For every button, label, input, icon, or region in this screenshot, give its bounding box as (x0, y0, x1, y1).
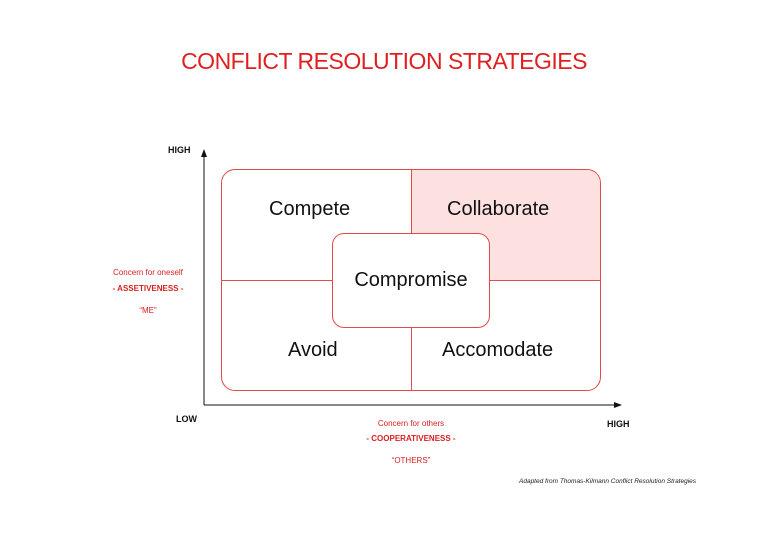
x-axis-title-line3: “OTHERS” (391, 456, 431, 465)
quadrant-accomodate: Accomodate (412, 281, 600, 390)
source-credit: Adapted from Thomas-Kilmann Conflict Res… (519, 478, 697, 485)
quadrant-compete: Compete (222, 170, 412, 281)
y-axis-high-label: HIGH (168, 145, 191, 155)
page-title: CONFLICT RESOLUTION STRATEGIES (181, 48, 587, 74)
quadrant-compete-label: Compete (269, 198, 351, 220)
quadrant-accomodate-label: Accomodate (442, 339, 554, 361)
x-axis-low-label: LOW (176, 414, 197, 424)
quadrant-avoid-label: Avoid (288, 339, 338, 361)
quadrant-avoid: Avoid (222, 281, 412, 390)
center-compromise-label: Compromise (354, 269, 468, 291)
y-axis-title-line2: - ASSETIVENESS - (112, 284, 184, 293)
y-axis-title-line1: Concern for oneself (113, 268, 183, 277)
x-axis-title-line1: Concern for others (377, 419, 445, 428)
x-axis-title-line2: - COOPERATIVENESS - (366, 434, 456, 443)
x-axis-high-label: HIGH (607, 419, 630, 429)
quadrant-collaborate-label: Collaborate (447, 198, 550, 220)
x-axis-arrow (614, 402, 622, 408)
center-compromise-box: Compromise (332, 233, 490, 328)
y-axis-arrow (201, 149, 207, 157)
y-axis-title-line3: “ME” (139, 306, 157, 315)
strategy-grid: Compete Collaborate Avoid Accomodate (221, 169, 601, 391)
